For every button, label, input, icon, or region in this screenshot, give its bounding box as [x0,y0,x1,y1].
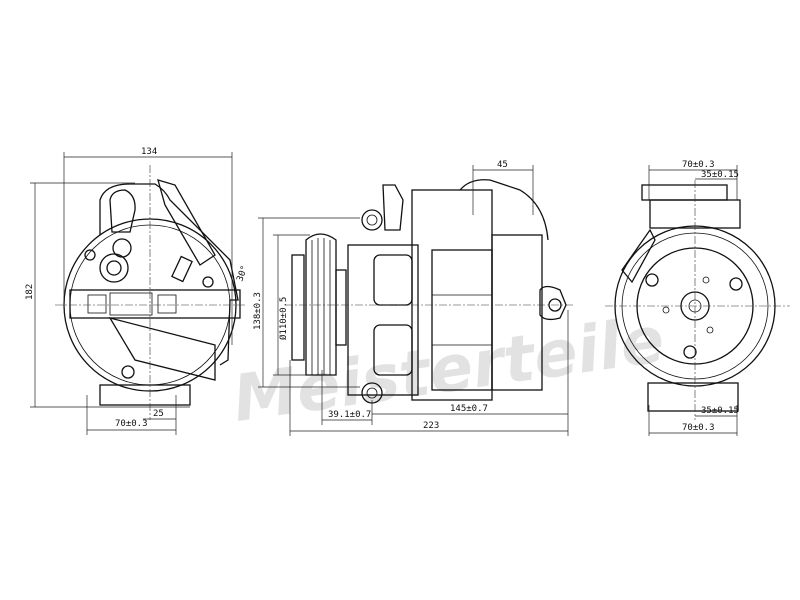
front-view: 134 182 30° 25 70±0.3 [25,147,250,435]
side-port-offset-dim: 45 [497,160,508,170]
side-outer-height-dim: 138±0.3 [253,292,263,330]
front-offset-dim: 25 [153,409,164,419]
rear-bottom-half-dim: 35±0.15 [701,406,739,416]
rear-top-width-dim: 70±0.3 [682,160,715,170]
side-mount-spacing-dim: 145±0.7 [450,404,488,414]
rear-bottom-width-dim: 70±0.3 [682,423,715,433]
front-angle-dim: 30° [235,264,250,283]
side-length-dim: 223 [423,421,439,431]
rear-top-half-dim: 35±0.15 [701,170,739,180]
front-mount-dim: 70±0.3 [115,419,148,429]
watermark: Meisterteile [229,303,669,437]
front-height-dim: 182 [25,284,35,300]
rear-view: 70±0.3 35±0.15 35±0.15 70±0.3 [605,160,790,436]
side-pulley-offset-dim: 39.1±0.7 [328,410,371,420]
side-pulley-dia-dim: Ø110±0.5 [278,297,289,340]
side-view: 138±0.3 Ø110±0.5 39.1±0.7 145±0.7 223 45 [253,160,575,436]
front-width-dim: 134 [141,147,157,157]
